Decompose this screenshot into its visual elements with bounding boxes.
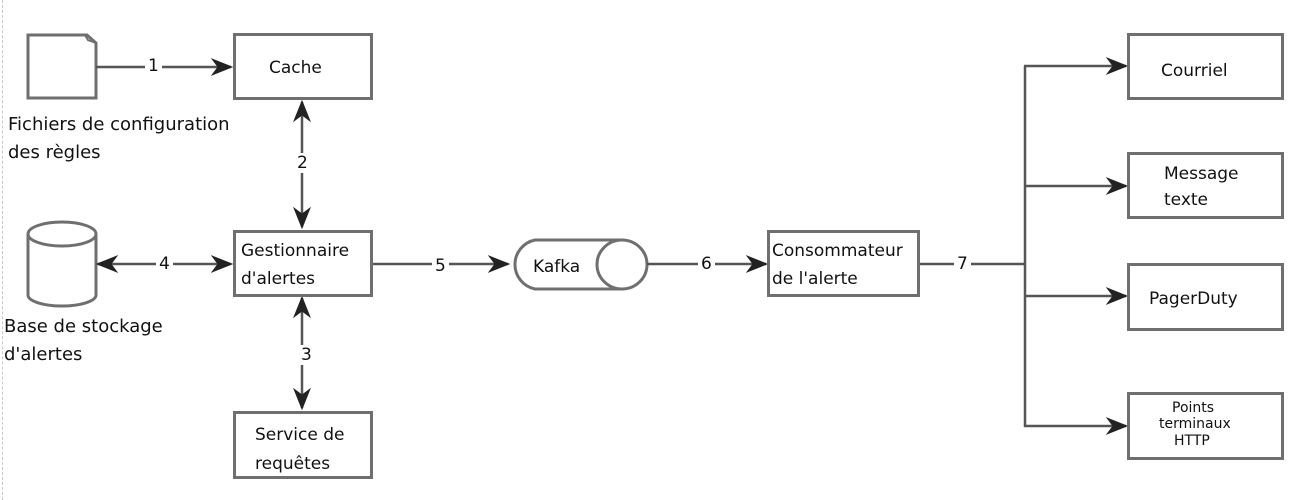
cache-label: Cache <box>269 58 322 78</box>
alert-store-label-1: Base de stockage <box>4 316 163 337</box>
http-label-2: terminaux <box>1159 416 1231 432</box>
alert-manager-label-2: d'alertes <box>241 269 316 289</box>
sms-node[interactable]: Message texte <box>1127 152 1284 219</box>
edge-3-label: 3 <box>298 345 315 365</box>
alert-manager-node[interactable]: Gestionnaire d'alertes <box>233 230 373 297</box>
email-label: Courriel <box>1161 61 1228 81</box>
kafka-label: Kafka <box>533 257 581 277</box>
query-service-label-2: requêtes <box>255 454 331 474</box>
alert-manager-label-1: Gestionnaire <box>241 241 350 261</box>
edge-7-label: 7 <box>954 254 971 274</box>
http-label-1: Points <box>1172 400 1215 416</box>
alert-store-label-2: d'alertes <box>4 344 83 365</box>
edge-6-label: 6 <box>698 254 715 274</box>
edge-1-label: 1 <box>145 56 162 76</box>
http-label-3: HTTP <box>1174 433 1210 449</box>
http-endpoints-node[interactable]: Points terminaux HTTP <box>1127 392 1284 460</box>
edge-5-label: 5 <box>432 256 449 276</box>
sms-label-1: Message <box>1164 164 1239 184</box>
rules-files-label-1: Fichiers de configuration <box>8 114 230 135</box>
pagerduty-node[interactable]: PagerDuty <box>1127 263 1284 331</box>
database-icon <box>26 220 98 308</box>
rules-files-label-2: des règles <box>8 142 101 163</box>
alert-consumer-label-1: Consommateur <box>772 241 903 261</box>
cache-node[interactable]: Cache <box>233 33 373 100</box>
query-service-label-1: Service de <box>255 425 345 445</box>
alert-consumer-label-2: de l'alerte <box>772 269 858 289</box>
edge-4-label: 4 <box>156 254 173 274</box>
edge-2-label: 2 <box>294 153 311 173</box>
pagerduty-label: PagerDuty <box>1149 289 1238 309</box>
page-guide-line <box>2 0 3 500</box>
email-node[interactable]: Courriel <box>1127 33 1284 100</box>
query-service-node[interactable]: Service de requêtes <box>233 411 373 479</box>
alert-consumer-node[interactable]: Consommateur de l'alerte <box>767 230 920 297</box>
document-icon <box>26 33 98 100</box>
sms-label-2: texte <box>1164 190 1209 210</box>
